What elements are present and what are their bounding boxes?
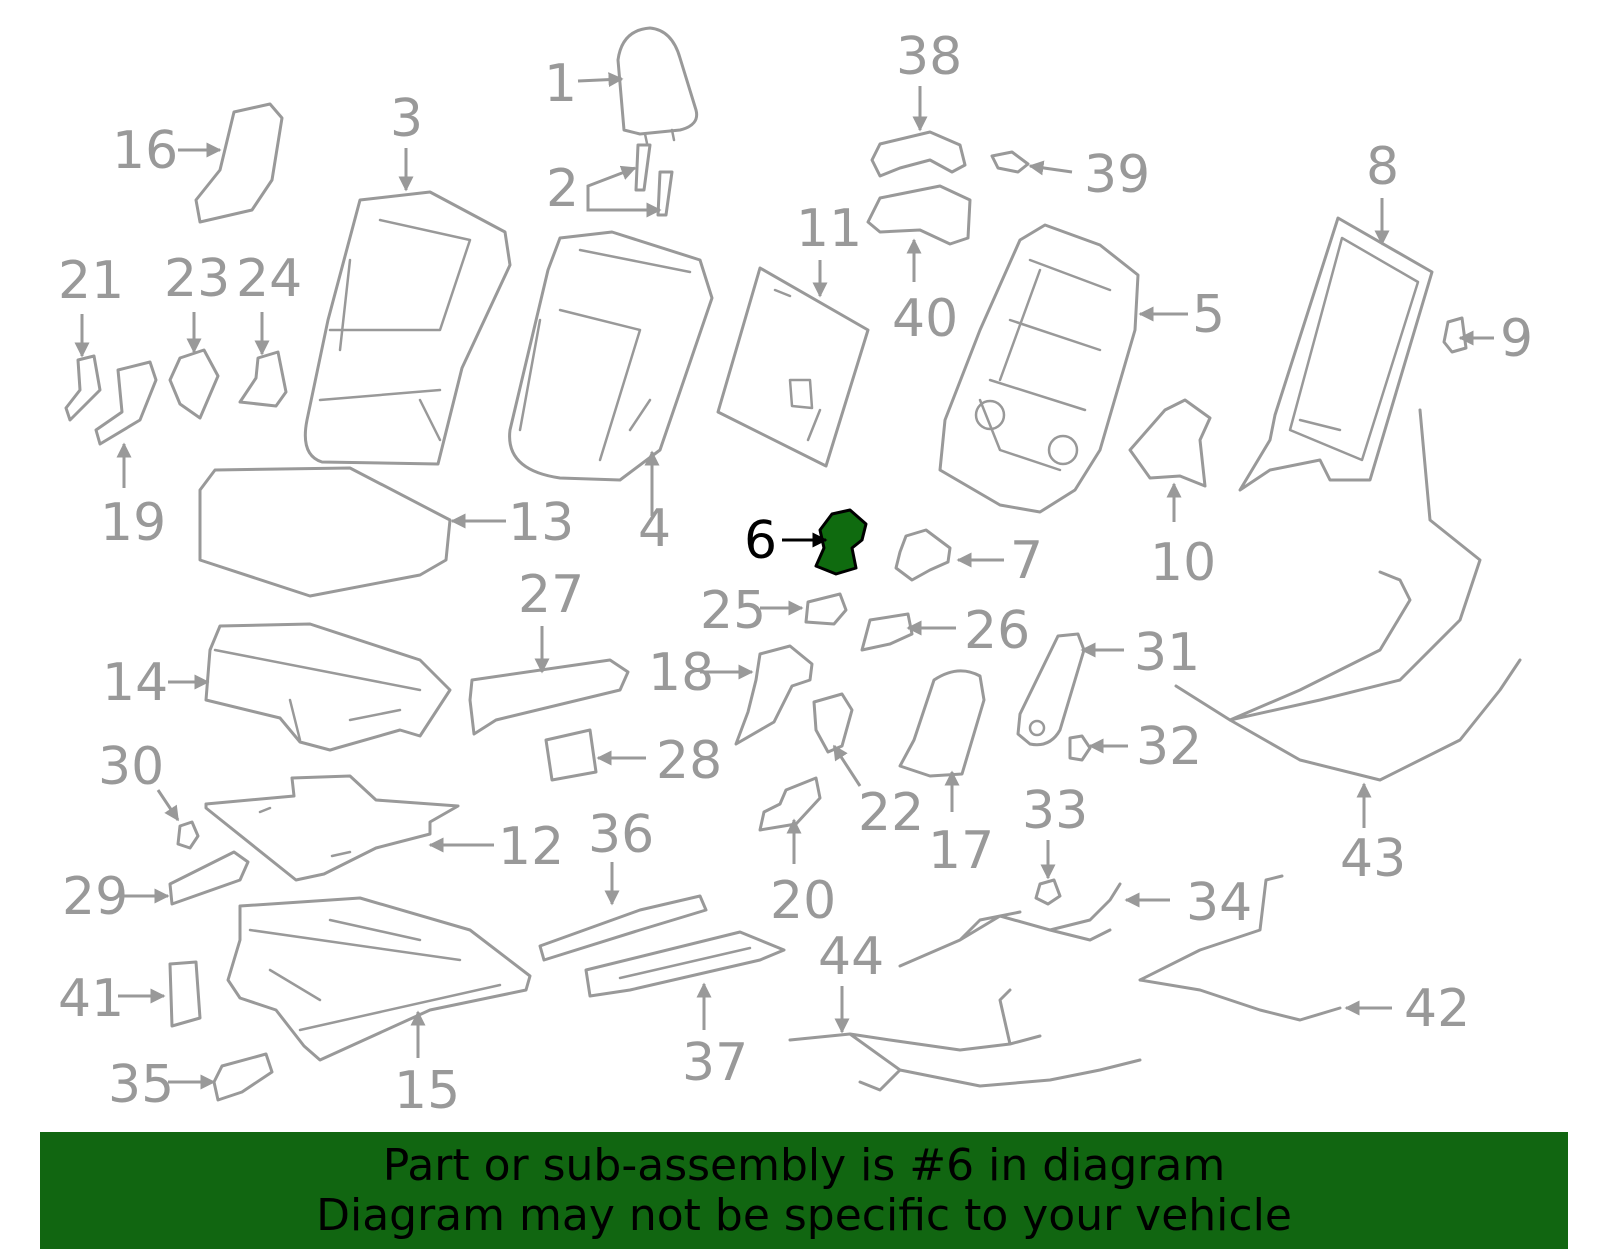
part-34-harness (898, 882, 1122, 968)
callout-32: 32 (1136, 717, 1202, 777)
callout-numbers: 1 2 3 4 5 6 7 8 9 10 11 12 13 14 15 16 1… (58, 27, 1533, 1121)
banner-line-1: Part or sub-assembly is #6 in diagram (382, 1139, 1226, 1191)
part-32-cap (1068, 734, 1092, 762)
callout-43: 43 (1340, 829, 1406, 889)
part-23-cover (168, 348, 220, 420)
part-20-bracket (758, 776, 822, 832)
callout-28: 28 (656, 731, 722, 791)
part-27-cover (468, 658, 630, 736)
callout-14: 14 (102, 653, 168, 713)
part-28-pad (544, 728, 598, 782)
info-banner: Part or sub-assembly is #6 in diagram Di… (40, 1132, 1568, 1249)
callout-20: 20 (770, 871, 836, 931)
part-8-back-panel (1238, 216, 1434, 492)
callout-2: 2 (546, 159, 579, 219)
callout-12: 12 (498, 817, 564, 877)
part-21-bracket (64, 354, 102, 422)
callout-15: 15 (394, 1061, 460, 1121)
callout-6: 6 (744, 511, 777, 571)
callout-19: 19 (100, 493, 166, 553)
part-33-clip (1034, 878, 1062, 906)
part-6-highlighted (814, 508, 868, 576)
part-42-cable (1138, 874, 1342, 1022)
part-17-trim (898, 669, 986, 778)
callout-21: 21 (58, 251, 124, 311)
callout-39: 39 (1084, 145, 1150, 205)
part-10-cover (1128, 398, 1212, 488)
part-38-cover (870, 130, 967, 178)
callout-7: 7 (1010, 531, 1043, 591)
part-43-cable (1174, 408, 1522, 782)
callout-8: 8 (1366, 137, 1399, 197)
part-26-bracket (860, 612, 914, 652)
part-9-clip (1442, 316, 1468, 354)
callout-40: 40 (892, 289, 958, 349)
part-1-headrest (616, 26, 699, 150)
banner-line-2: Diagram may not be specific to your vehi… (316, 1189, 1292, 1241)
callout-4: 4 (638, 499, 671, 559)
part-4-seatback-pad (508, 230, 714, 482)
part-12-sheet (204, 774, 460, 882)
part-7-bracket (894, 528, 952, 582)
callout-11: 11 (796, 199, 862, 259)
callout-34: 34 (1186, 873, 1252, 933)
part-18-trim (734, 644, 814, 746)
callout-13: 13 (508, 493, 574, 553)
part-35-cover (212, 1052, 274, 1102)
part-2-headrest-guides (634, 143, 674, 217)
callout-18: 18 (648, 643, 714, 703)
callout-33: 33 (1022, 781, 1088, 841)
part-3-seatback-cover (303, 190, 512, 466)
part-19-bracket (94, 360, 158, 446)
callout-5: 5 (1192, 285, 1225, 345)
callout-3: 3 (390, 89, 423, 149)
callout-36: 36 (588, 805, 654, 865)
part-15-seat-track (226, 896, 532, 1062)
callout-1: 1 (544, 54, 577, 114)
callout-9: 9 (1500, 309, 1533, 369)
callout-29: 29 (62, 867, 128, 927)
callout-26: 26 (964, 601, 1030, 661)
callout-30: 30 (98, 737, 164, 797)
part-24-cover (238, 350, 288, 408)
callout-23: 23 (164, 249, 230, 309)
part-22-bracket (812, 692, 854, 754)
part-14-cushion-pad (204, 622, 452, 752)
part-41-bracket (168, 960, 202, 1028)
callout-44: 44 (818, 927, 884, 987)
callout-42: 42 (1404, 979, 1470, 1039)
callout-22: 22 (858, 783, 924, 843)
callout-17: 17 (928, 821, 994, 881)
leader-lines (74, 72, 1494, 1090)
callout-24: 24 (236, 249, 302, 309)
part-16-trim (194, 102, 284, 224)
callout-10: 10 (1150, 533, 1216, 593)
callout-31: 31 (1134, 623, 1200, 683)
callout-35: 35 (108, 1055, 174, 1115)
part-44-harness (788, 988, 1142, 1092)
part-36-rail-cover (538, 894, 708, 962)
part-25-bracket (804, 592, 848, 626)
part-13-cushion-cover (198, 466, 452, 598)
part-29-cover (168, 850, 250, 906)
part-31-armrest (1016, 632, 1086, 747)
part-39-clip (990, 150, 1030, 174)
part-40-cover (866, 184, 972, 246)
part-30-nut (176, 820, 200, 850)
part-5-seatback-frame (938, 223, 1140, 514)
part-11-back-board (716, 266, 870, 468)
callout-27: 27 (518, 565, 584, 625)
callout-25: 25 (700, 581, 766, 641)
callout-38: 38 (896, 27, 962, 87)
part-37-rail-cover (584, 930, 786, 998)
callout-16: 16 (112, 121, 178, 181)
callout-37: 37 (682, 1033, 748, 1093)
callout-41: 41 (58, 969, 124, 1029)
